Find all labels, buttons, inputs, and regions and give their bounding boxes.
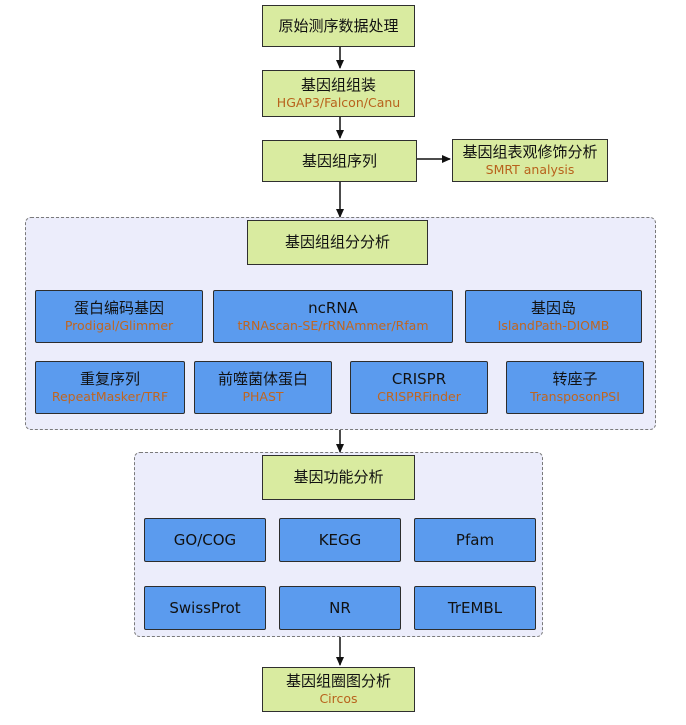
component-item-tool: TransposonPSI [530,389,620,404]
component-item-title: 重复序列 [79,370,140,388]
component-item-tool: RepeatMasker/TRF [51,389,169,404]
genome-sequence-title: 基因组序列 [301,151,377,170]
function-item: GO/COG [144,518,266,562]
genome-assembly-box: 基因组组装 HGAP3/Falcon/Canu [262,70,415,117]
component-item: 蛋白编码基因 Prodigal/Glimmer [35,290,203,343]
circos-analysis-title: 基因组圈图分析 [285,672,391,690]
component-item: 前噬菌体蛋白 PHAST [194,361,332,414]
component-item: 转座子 TransposonPSI [506,361,644,414]
component-item-tool: Prodigal/Glimmer [64,318,174,333]
function-item: SwissProt [144,586,266,630]
genome-assembly-tools: HGAP3/Falcon/Canu [276,95,401,110]
component-item-title: 蛋白编码基因 [73,299,164,317]
component-item: 重复序列 RepeatMasker/TRF [35,361,185,414]
raw-data-processing-title: 原始测序数据处理 [278,16,399,35]
component-item-title: 前噬菌体蛋白 [217,370,308,388]
component-analysis-box: 基因组组分分析 [247,220,428,265]
epigenome-analysis-title: 基因组表观修饰分析 [462,143,598,161]
function-item-title: Pfam [455,530,495,549]
circos-analysis-tool: Circos [319,691,358,706]
epigenome-analysis-tool: SMRT analysis [485,162,575,177]
function-item-title: NR [329,598,351,617]
function-analysis-title: 基因功能分析 [293,468,384,486]
component-item-tool: IslandPath-DIOMB [497,318,610,333]
genome-sequence-box: 基因组序列 [262,140,417,182]
component-item-title: 基因岛 [530,299,576,317]
component-item: CRISPR CRISPRFinder [350,361,488,414]
component-item-title: 转座子 [552,370,598,388]
function-item-title: TrEMBL [447,598,503,617]
genome-assembly-title: 基因组组装 [300,76,376,94]
component-item-tool: CRISPRFinder [377,389,461,404]
component-item: ncRNA tRNAscan-SE/rRNAmmer/Rfam [213,290,453,343]
raw-data-processing-box: 原始测序数据处理 [262,5,415,47]
function-item: KEGG [279,518,401,562]
function-item: NR [279,586,401,630]
circos-analysis-box: 基因组圈图分析 Circos [262,667,415,712]
component-item: 基因岛 IslandPath-DIOMB [465,290,642,343]
component-analysis-title: 基因组组分分析 [284,233,390,251]
component-item-title: ncRNA [308,299,358,317]
function-analysis-box: 基因功能分析 [262,455,415,500]
epigenome-analysis-box: 基因组表观修饰分析 SMRT analysis [452,139,608,182]
component-item-title: CRISPR [391,370,447,388]
function-item: Pfam [414,518,536,562]
function-item-title: GO/COG [173,530,237,549]
function-item-title: KEGG [318,530,362,549]
function-item-title: SwissProt [169,598,241,617]
component-item-tool: PHAST [242,389,284,404]
component-item-tool: tRNAscan-SE/rRNAmmer/Rfam [237,318,429,333]
function-item: TrEMBL [414,586,536,630]
